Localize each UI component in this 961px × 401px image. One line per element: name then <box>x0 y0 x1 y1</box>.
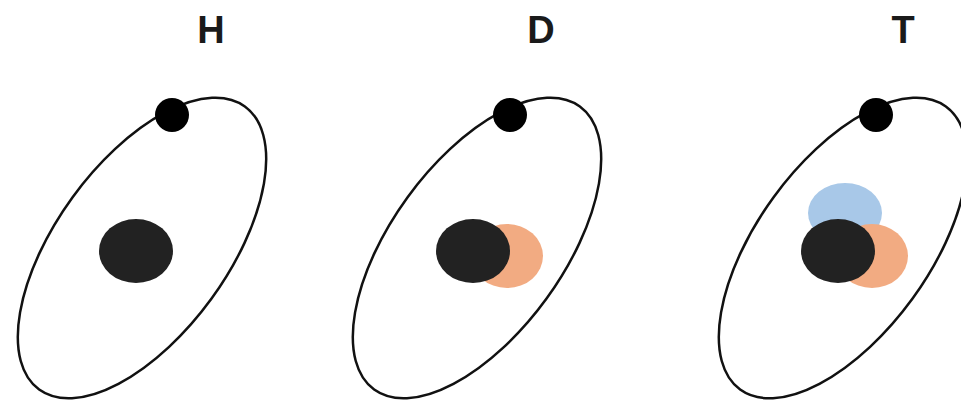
electron-orbit <box>671 56 961 401</box>
electron <box>155 98 189 132</box>
isotope-symbol: T <box>891 11 914 49</box>
electron-orbit <box>305 56 650 401</box>
proton <box>99 219 173 283</box>
isotope-symbol: H <box>197 11 224 49</box>
tritium-atom <box>671 56 961 401</box>
electron <box>493 98 527 132</box>
isotope-symbol: D <box>527 11 554 49</box>
electron <box>859 98 893 132</box>
proton <box>436 219 510 283</box>
deuterium-atom <box>305 56 650 401</box>
proton <box>801 219 875 283</box>
electron-orbit <box>0 56 314 401</box>
hydrogen-atom <box>0 56 314 401</box>
